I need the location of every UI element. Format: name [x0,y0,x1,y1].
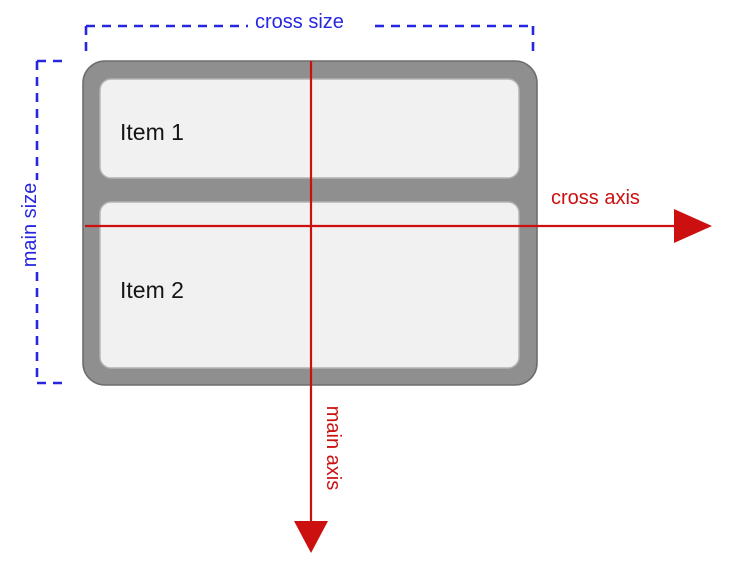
cross-size-bracket [84,24,535,55]
main-size-bracket [35,59,68,385]
main-axis-arrowhead [294,521,328,553]
flex-item-1-label: Item 1 [120,119,184,145]
main-axis-label: main axis [322,405,344,491]
flex-item-2 [99,201,520,369]
flex-item-2-box [99,201,520,369]
flex-item-2-label: Item 2 [120,277,184,303]
main-size-label: main size [19,182,41,268]
main-axis-arrow [294,61,328,553]
flex-item-1-box [99,78,520,179]
cross-size-label: cross size [255,11,344,33]
cross-axis-arrow [85,209,712,243]
cross-axis-label: cross axis [551,187,640,209]
cross-axis-arrowhead [674,209,712,243]
flex-item-1 [99,78,520,179]
